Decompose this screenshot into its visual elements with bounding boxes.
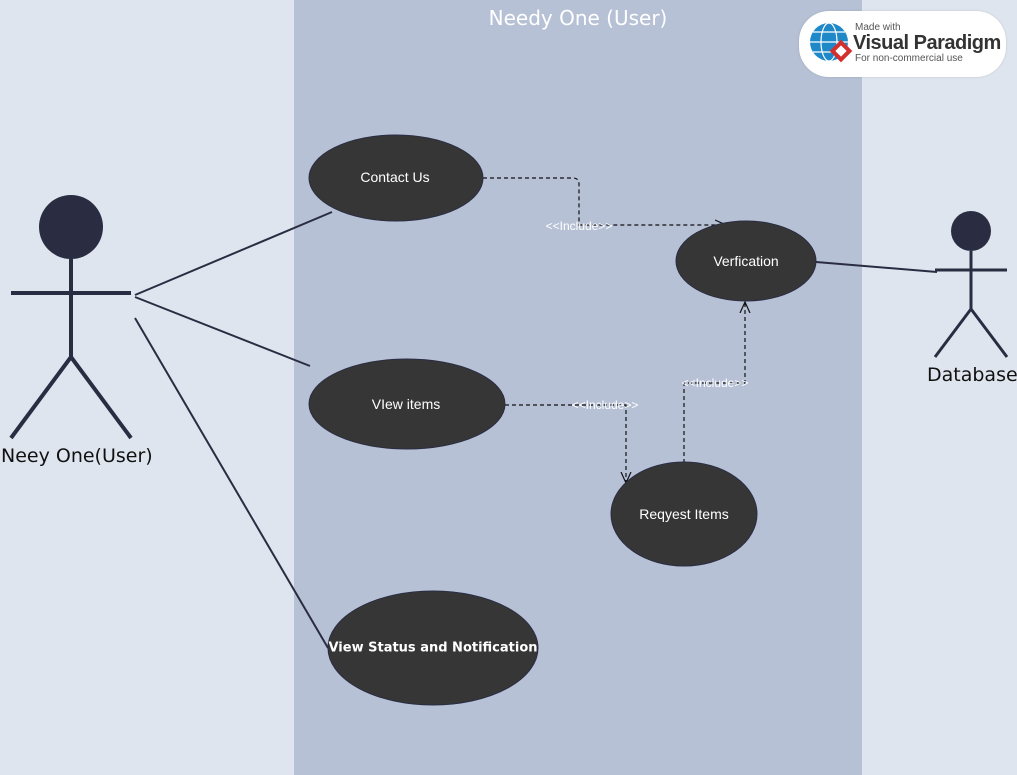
- use-case-request-items-label: Reqyest Items: [639, 506, 729, 522]
- use-cases: [308, 134, 817, 706]
- association-database-verification: [815, 261, 938, 273]
- visual-paradigm-watermark: Made with Visual Paradigm For non-commer…: [799, 11, 1006, 77]
- use-case-view-items: [308, 358, 506, 450]
- actor-user: [9, 195, 133, 440]
- use-case-contact-us-label: Contact Us: [360, 169, 430, 185]
- use-case-contact-us: [308, 134, 484, 222]
- include-contact-verification: [483, 177, 726, 225]
- use-case-view-items-label: VIew items: [371, 396, 441, 412]
- boundary-title: Needy One (User): [488, 6, 668, 30]
- watermark-brand: Visual Paradigm: [853, 32, 1001, 54]
- visual-paradigm-logo-icon: [810, 22, 853, 63]
- actor-database-label: Database: [927, 364, 1017, 386]
- watermark-note: For non-commercial use: [855, 53, 963, 64]
- include-links: [483, 177, 745, 483]
- association-user-view-status: [134, 317, 329, 649]
- use-case-view-status-label: View Status and Notification: [328, 640, 538, 656]
- actor-user-head: [39, 195, 103, 259]
- actor-database: [933, 211, 1009, 358]
- use-case-view-status: [327, 590, 539, 706]
- use-case-verification-label: Verfication: [713, 253, 779, 269]
- include-label-view-request: <<Include>>: [571, 398, 639, 412]
- include-label-request-verification: <<Include>>: [681, 376, 749, 390]
- use-case-verification: [675, 220, 817, 302]
- association-user-contact: [134, 211, 333, 296]
- include-view-request: [505, 404, 626, 483]
- use-case-request-items: [610, 461, 758, 567]
- association-user-view-items: [134, 296, 311, 367]
- actor-database-head: [951, 211, 991, 251]
- include-label-contact-verification: <<Include>>: [545, 219, 613, 233]
- associations: [134, 211, 938, 649]
- watermark-made-with: Made with: [855, 22, 901, 33]
- actor-user-label: Neey One(User): [1, 445, 153, 467]
